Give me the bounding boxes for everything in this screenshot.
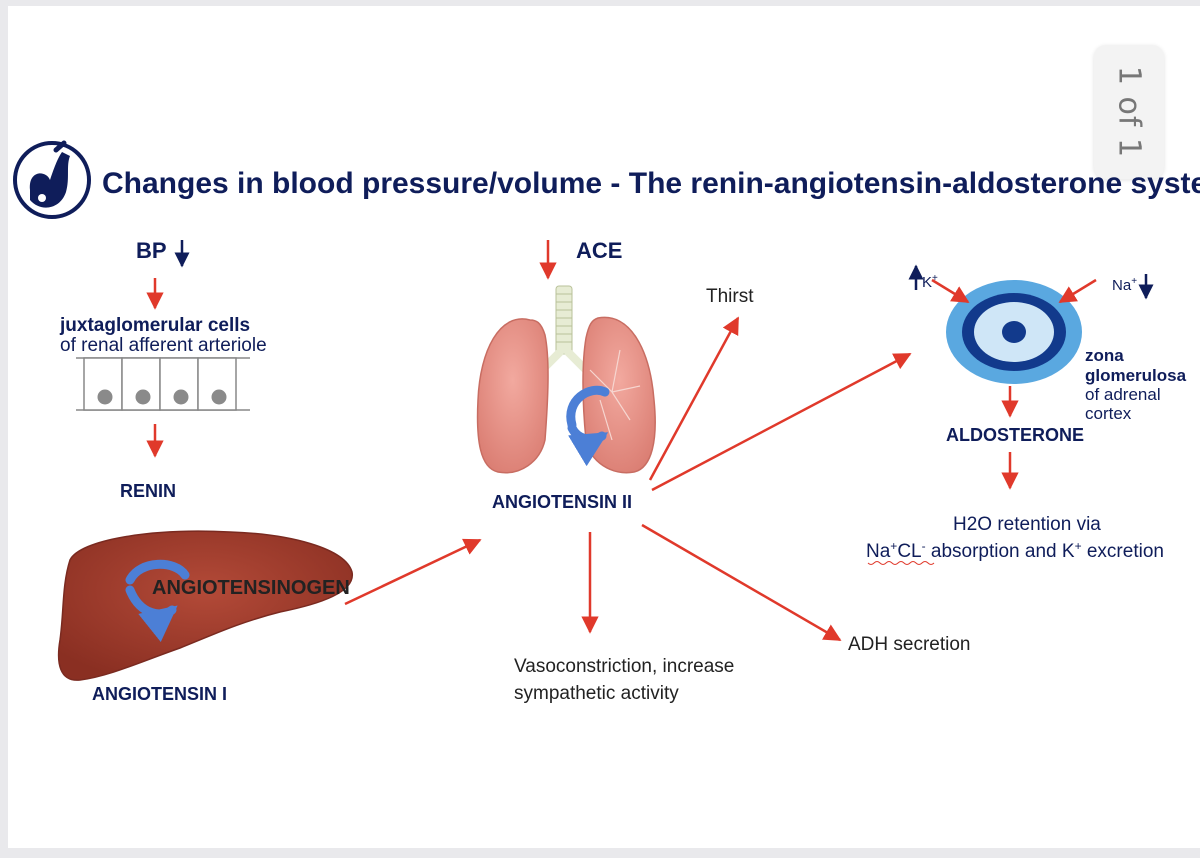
page-indicator-badge[interactable]: 1 of 1: [1094, 45, 1164, 179]
ace-label: ACE: [576, 238, 622, 263]
k-label: K+: [922, 273, 938, 291]
na-label: Na+: [1112, 276, 1137, 294]
arrow-to-adrenal: [651, 352, 912, 492]
spellcheck-underline: [867, 561, 935, 565]
h2o-line1: H2O retention via: [953, 514, 1101, 535]
adh-label: ADH secretion: [848, 634, 971, 655]
h2o-line2: Na+CL- absorption and K+ excretion: [866, 539, 1164, 562]
zona-line3: of adrenal: [1085, 385, 1161, 404]
liver-illustration: [57, 530, 353, 681]
arrow-to-thirst: [648, 316, 740, 481]
zona-line4: cortex: [1085, 404, 1132, 423]
vasoconstriction-line1: Vasoconstriction, increase: [514, 656, 734, 677]
angiotensin1-label: ANGIOTENSIN I: [92, 684, 227, 704]
arrow-liver-to-lung: [344, 538, 482, 606]
aldosterone-label: ALDOSTERONE: [946, 425, 1084, 445]
arrow-k-to-adrenal: [931, 278, 970, 304]
adrenal-cortex-illustration: [946, 280, 1082, 384]
renin-label: RENIN: [120, 481, 176, 501]
arrow-na-to-adrenal: [1058, 278, 1097, 304]
slide-title: Changes in blood pressure/volume - The r…: [102, 167, 1200, 200]
bp-label: BP: [136, 238, 167, 263]
zona-line2: glomerulosa: [1085, 366, 1187, 385]
afferent-label: of renal afferent arteriole: [60, 335, 267, 356]
title-stomach-icon: [13, 140, 91, 219]
zona-line1: zona: [1085, 346, 1124, 365]
juxta-label: juxtaglomerular cells: [59, 315, 250, 336]
thirst-label: Thirst: [706, 286, 754, 307]
lungs-illustration: [476, 285, 656, 474]
vasoconstriction-line2: sympathetic activity: [514, 683, 679, 704]
jg-cells-graphic: [76, 357, 250, 411]
angiotensinogen-label: ANGIOTENSINOGEN: [152, 577, 350, 599]
angiotensin2-label: ANGIOTENSIN II: [492, 492, 632, 512]
arrow-to-adh: [641, 523, 842, 642]
